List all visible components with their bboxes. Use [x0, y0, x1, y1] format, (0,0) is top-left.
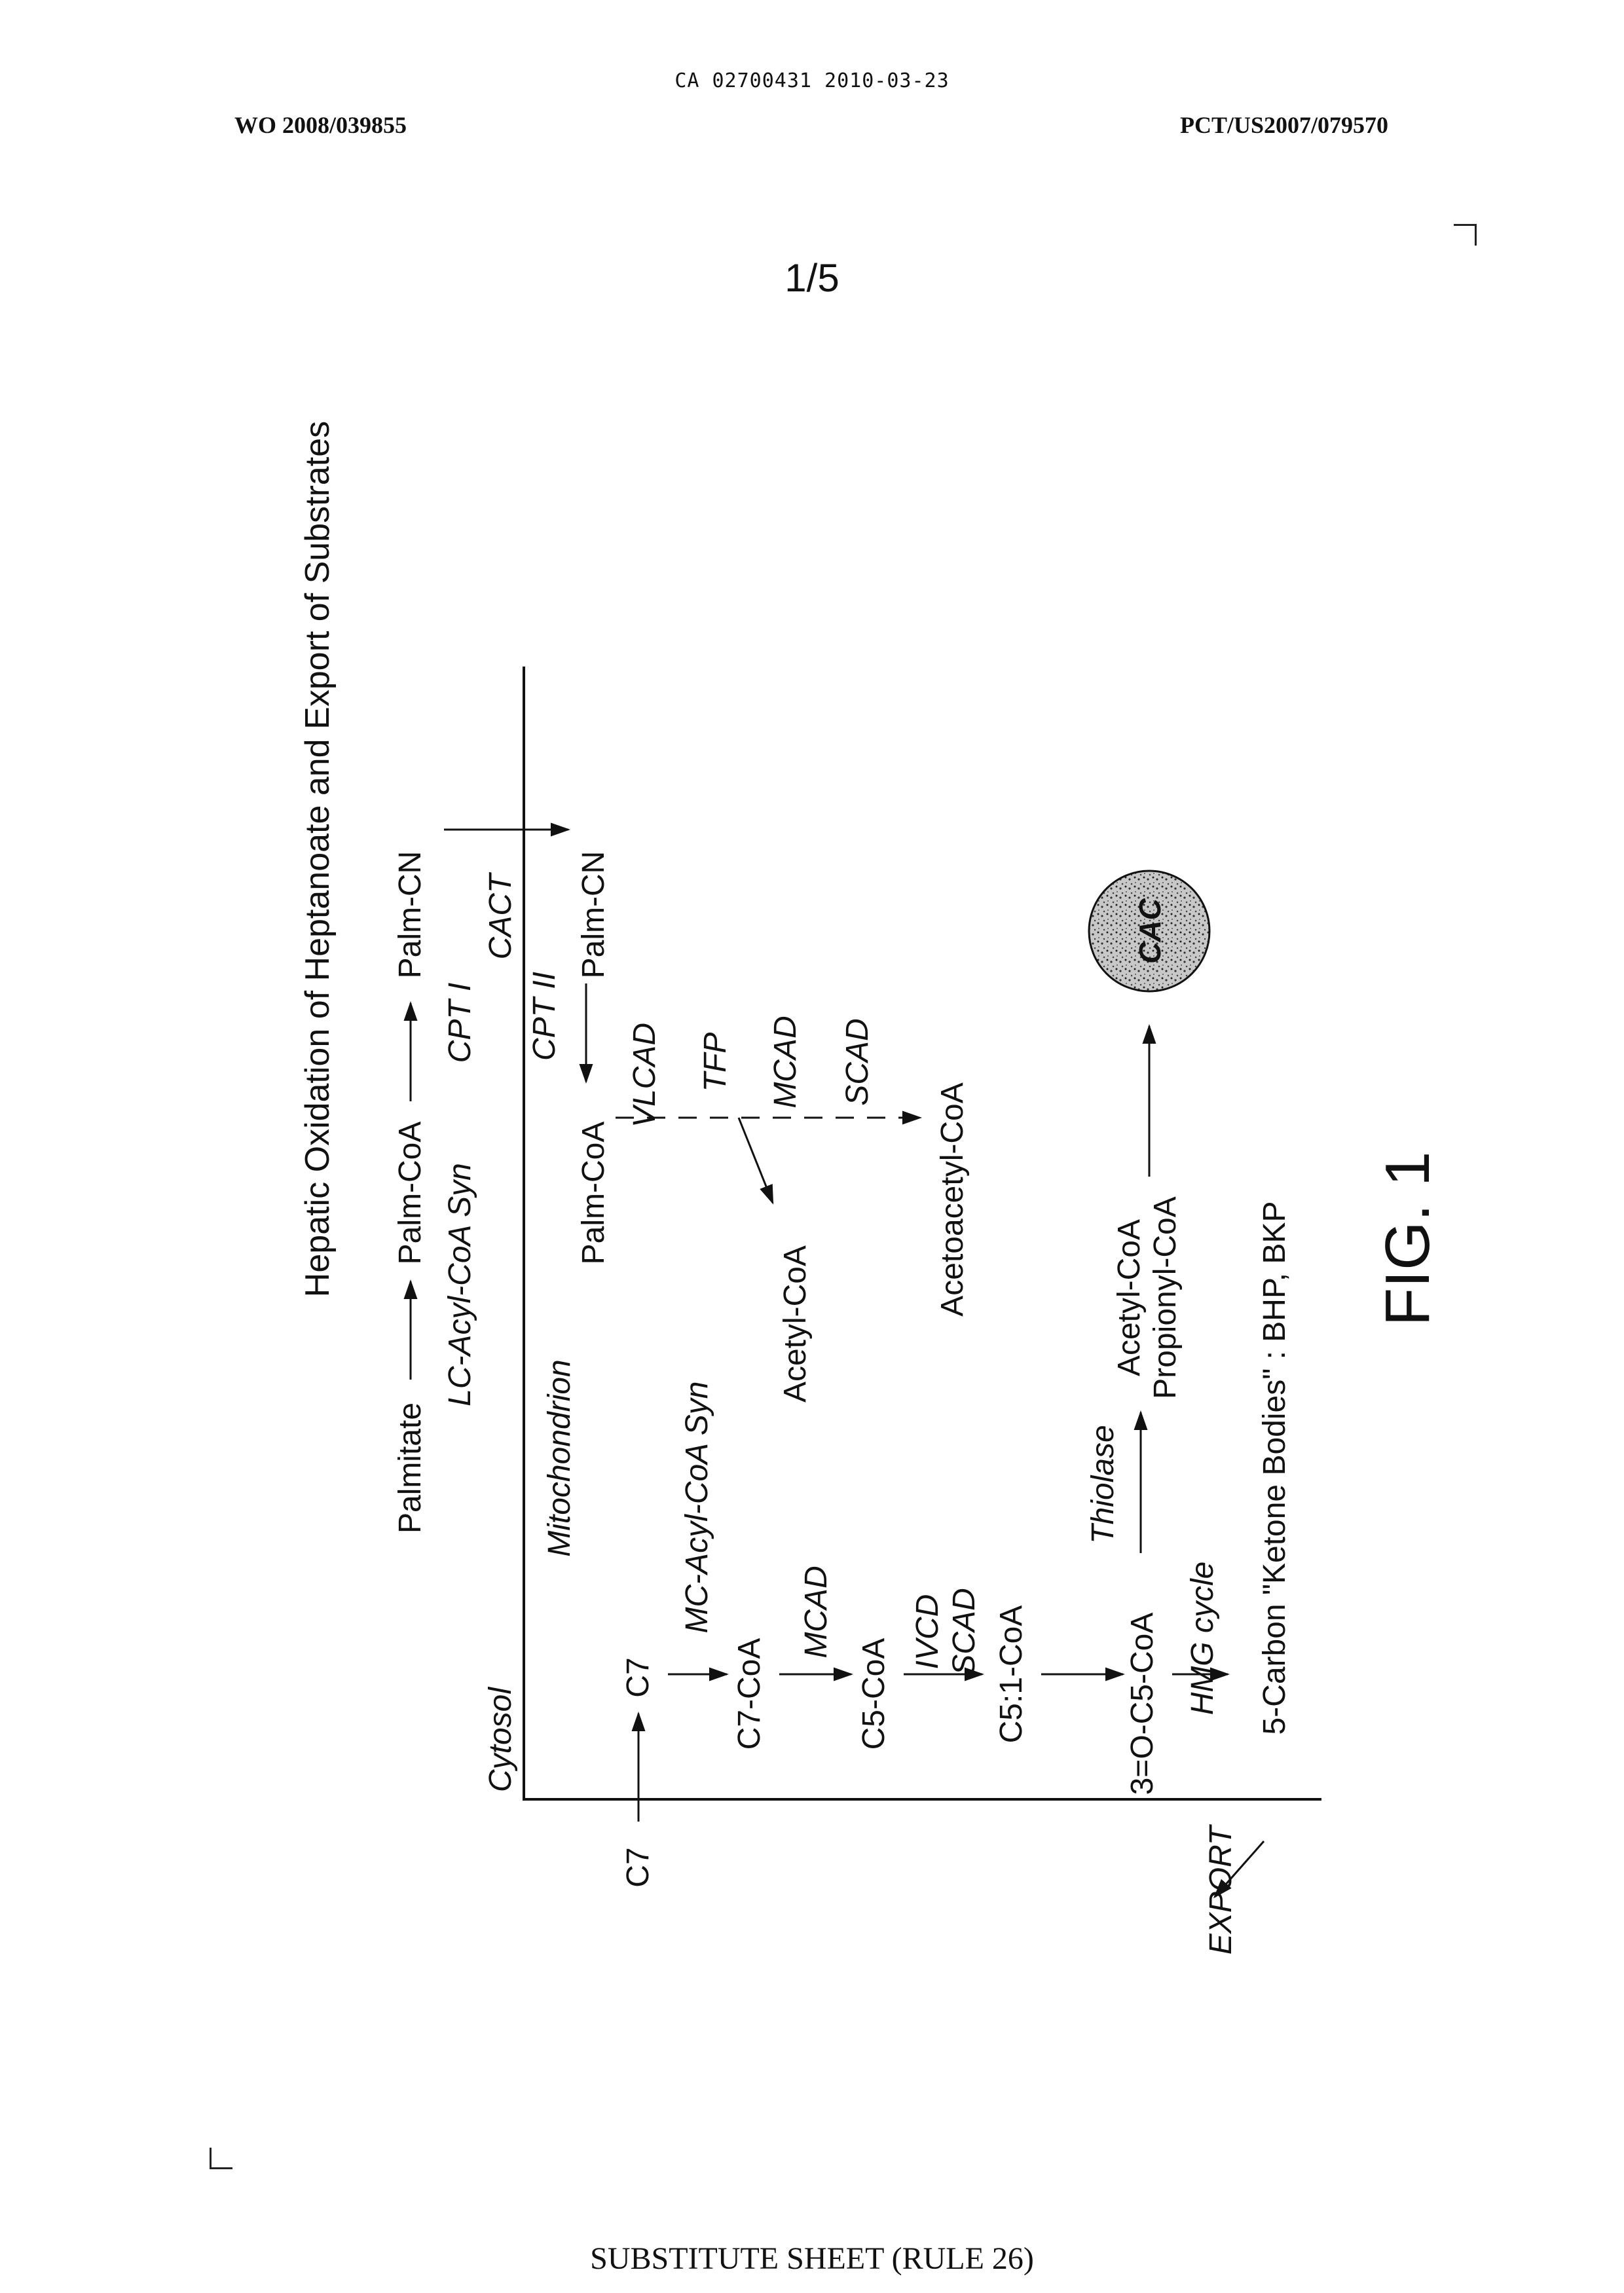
ketone-bodies-label: 5-Carbon "Ketone Bodies" : BHP, BKP: [1257, 1202, 1292, 1735]
c5-1-coa-label: C5:1-CoA: [994, 1605, 1029, 1744]
scad-heptanoate-enzyme: SCAD: [947, 1588, 982, 1675]
cpt2-enzyme: CPT II: [527, 972, 562, 1061]
palm-coa-label: Palm-CoA: [393, 1122, 428, 1265]
figure-title: Hepatic Oxidation of Heptanoate and Expo…: [299, 421, 337, 1297]
oxo-c5-coa-label: 3=O-C5-CoA: [1125, 1613, 1160, 1795]
c7-inside-label: C7: [621, 1657, 655, 1697]
c5-coa-label: C5-CoA: [857, 1638, 891, 1750]
mc-acyl-coa-syn-enzyme: MC-Acyl-CoA Syn: [680, 1382, 714, 1634]
footer-note: SUBSTITUTE SHEET (RULE 26): [0, 2241, 1624, 2277]
tfp-enzyme: TFP: [698, 1033, 733, 1092]
cac-label: CAC: [1133, 898, 1167, 963]
vlcad-enzyme: VLCAD: [627, 1023, 662, 1128]
mcad-enzyme: MCAD: [768, 1016, 803, 1108]
scad-enzyme: SCAD: [840, 1018, 875, 1105]
tfp-to-acetyl-coa-arrow: [739, 1118, 773, 1203]
mitochondrion-label: Mitochondrion: [542, 1359, 577, 1557]
ivcd-enzyme: IVCD: [910, 1594, 945, 1670]
propionyl-coa-label: Propionyl-CoA: [1148, 1196, 1183, 1399]
acetoacetyl-coa-label: Acetoacetyl-CoA: [935, 1082, 970, 1317]
c7-coa-label: C7-CoA: [732, 1638, 767, 1750]
palm-coa-mito-label: Palm-CoA: [576, 1122, 611, 1265]
acetyl-coa-label: Acetyl-CoA: [778, 1245, 813, 1403]
palmitate-label: Palmitate: [393, 1403, 428, 1533]
lc-acyl-coa-syn-enzyme: LC-Acyl-CoA Syn: [443, 1163, 477, 1406]
figure-label: FIG. 1: [1373, 1152, 1443, 1327]
rotated-figure-body: Hepatic Oxidation of Heptanoate and Expo…: [299, 421, 1443, 1954]
thiolase-enzyme: Thiolase: [1086, 1425, 1120, 1543]
cact-enzyme: CACT: [483, 871, 518, 959]
mcad-heptanoate-enzyme: MCAD: [799, 1566, 834, 1658]
cytosol-label: Cytosol: [483, 1687, 518, 1792]
palm-cn-mito-label: Palm-CN: [576, 851, 611, 979]
palm-cn-label: Palm-CN: [393, 851, 428, 979]
acetyl-coa-product-label: Acetyl-CoA: [1112, 1219, 1147, 1376]
cpt1-enzyme: CPT I: [443, 983, 477, 1063]
c7-outside-label: C7: [621, 1847, 655, 1887]
hmg-cycle-enzyme: HMG cycle: [1185, 1562, 1220, 1715]
